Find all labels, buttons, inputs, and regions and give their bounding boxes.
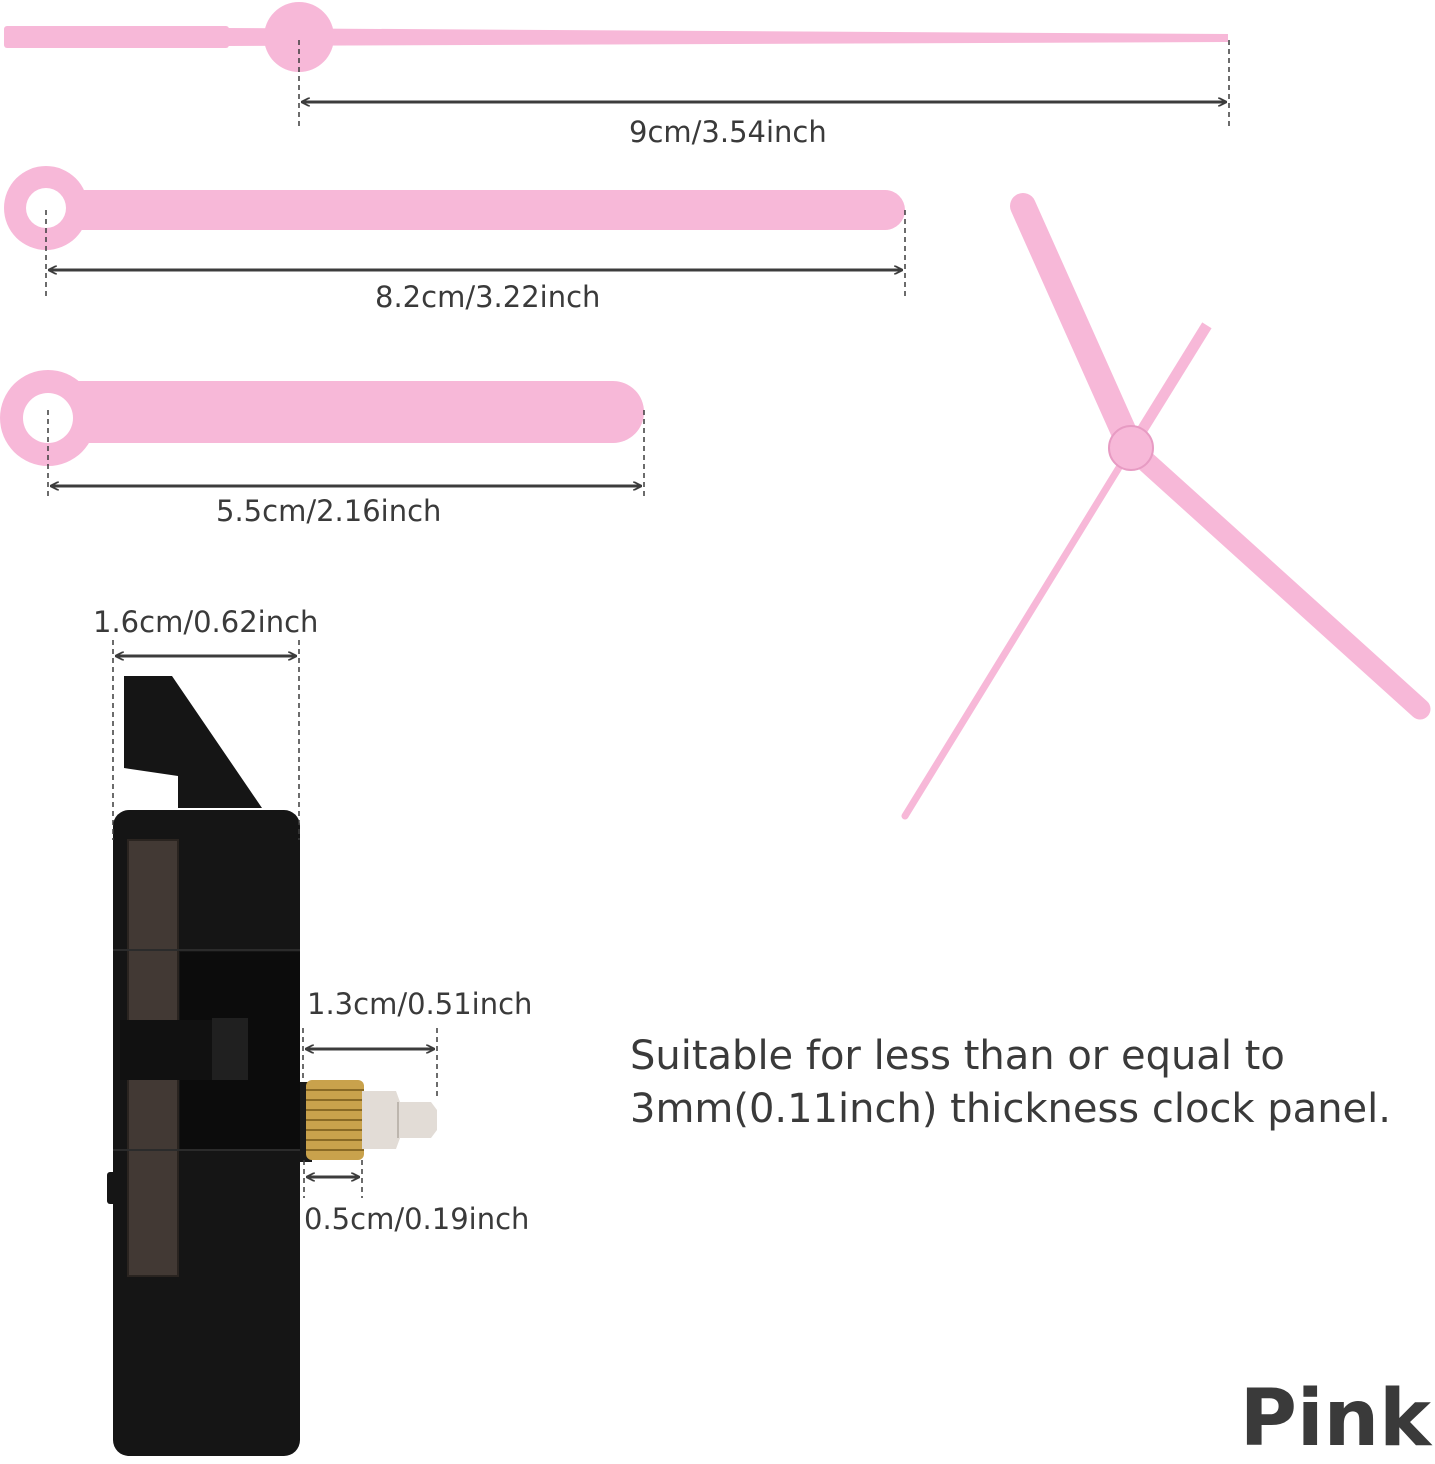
minute-hand <box>4 166 905 250</box>
clock-movement <box>107 676 300 1456</box>
movement-depth-dimension <box>112 640 300 840</box>
second-hand-length-label: 9cm/3.54inch <box>629 115 827 149</box>
minute-hand-length-label: 8.2cm/3.22inch <box>375 280 601 314</box>
shaft <box>300 1080 437 1162</box>
shaft-length-dimension <box>302 1028 438 1100</box>
hour-hand-dimension <box>47 410 645 496</box>
minute-hand-dimension <box>45 210 906 296</box>
movement-depth-label: 1.6cm/0.62inch <box>93 605 319 639</box>
thread-length-dimension <box>303 1160 363 1198</box>
second-hand <box>4 2 1228 72</box>
note-line-1: Suitable for less than or equal to <box>630 1033 1285 1079</box>
panel-thickness-note: Suitable for less than or equal to 3mm(0… <box>630 1030 1430 1136</box>
thread-length-label: 0.5cm/0.19inch <box>304 1202 530 1236</box>
color-name-label: Pink <box>1239 1374 1431 1464</box>
second-hand-dimension <box>298 40 1230 126</box>
shaft-length-label: 1.3cm/0.51inch <box>307 987 533 1021</box>
hour-hand-length-label: 5.5cm/2.16inch <box>216 494 442 528</box>
assembled-hands <box>901 193 1431 820</box>
hour-hand <box>0 370 644 466</box>
note-line-2: 3mm(0.11inch) thickness clock panel. <box>630 1086 1391 1132</box>
